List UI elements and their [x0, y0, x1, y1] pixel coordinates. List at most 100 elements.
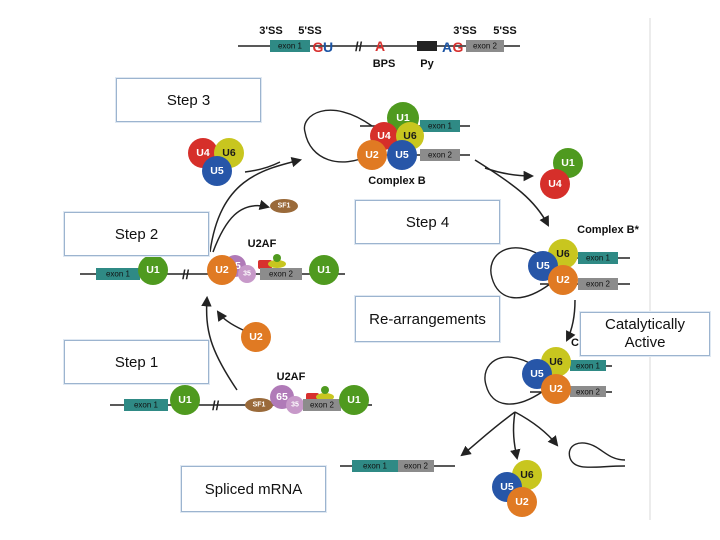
- u2af35-mid: [238, 265, 256, 283]
- arrow-u1-u4-release: [484, 167, 535, 182]
- svg-text:U5: U5: [536, 260, 550, 272]
- complex-b-star: exon 1 exon 2 U6 U5 U2 Complex B*: [490, 224, 640, 299]
- svg-text:U5: U5: [530, 368, 544, 380]
- header-gu-u: U: [323, 39, 333, 55]
- svg-text:U4: U4: [548, 178, 562, 190]
- header-5ss-right: 5'SS: [493, 25, 516, 37]
- header-py-box: [417, 41, 437, 51]
- svg-text:U2: U2: [556, 274, 570, 286]
- svg-text:U5: U5: [210, 165, 224, 177]
- svg-text:U5: U5: [500, 481, 514, 493]
- svg-text:U2: U2: [249, 331, 263, 343]
- lariat-intron: [568, 442, 626, 468]
- header-ag-g: G: [453, 39, 464, 55]
- tri-snrnp: U4 U6 U5: [188, 138, 244, 186]
- step1-exon2: exon 2: [310, 401, 335, 410]
- header-a: A: [375, 38, 385, 54]
- svg-text:U1: U1: [561, 157, 575, 169]
- header-3ss-right: 3'SS: [453, 25, 476, 37]
- step1-pre-mrna: exon 1 // SF1 65 35 exon 2 U2AF: [110, 371, 372, 414]
- complex-bstar-title: Complex B*: [577, 224, 639, 236]
- arrow-c-to-lariat: [514, 411, 559, 447]
- arrow-step1-to-step2: [201, 295, 238, 391]
- step1-exon1: exon 1: [134, 401, 159, 410]
- step2-label: Step 2: [64, 212, 209, 256]
- svg-text:U6: U6: [520, 469, 534, 481]
- spliced-mrna-label: Spliced mRNA: [181, 466, 326, 512]
- u2af-mid-title: U2AF: [248, 238, 277, 250]
- step1-u1-left: U1: [170, 385, 200, 415]
- complex-c-title: C: [571, 337, 579, 349]
- svg-text:exon 1: exon 1: [428, 122, 453, 131]
- complex-b: exon 1 exon 2 U1 U4 U6 U2 U5 Complex B: [303, 102, 470, 187]
- header-ag-a: A: [442, 39, 452, 55]
- header-bps: BPS: [373, 58, 396, 70]
- u2af35-bottom-label: 35: [291, 402, 299, 409]
- svg-text:exon 2: exon 2: [404, 462, 429, 471]
- svg-text:U4: U4: [377, 130, 391, 142]
- step1-u1-right: U1: [339, 385, 369, 415]
- catalytically-active-label: Catalytically Active: [580, 312, 710, 356]
- svg-text:U2: U2: [365, 149, 379, 161]
- header-break: //: [355, 39, 363, 54]
- rearrangements-label: Re-arrangements: [355, 296, 500, 342]
- released-u1-u4: U1 U4: [540, 148, 583, 199]
- sf1-bottom: [245, 398, 273, 412]
- header-exon2-text: exon 2: [473, 42, 498, 51]
- arrow-u2-join: [216, 310, 244, 331]
- header-5ss-left: 5'SS: [298, 25, 321, 37]
- complex-c: exon 1 exon 2 U6 U5 U2 C: [484, 337, 612, 405]
- u2af35-mid-label: 35: [243, 271, 251, 278]
- svg-text:U2: U2: [549, 383, 563, 395]
- spliced-mrna-product: exon 1 exon 2: [340, 460, 455, 472]
- svg-text:U4: U4: [196, 147, 210, 159]
- u2af-bottom-title: U2AF: [277, 371, 306, 383]
- header-exon2-box: [466, 40, 504, 52]
- header-py: Py: [420, 58, 434, 70]
- step2-u1-right: U1: [309, 255, 339, 285]
- arrow-sf1-release: [212, 199, 271, 253]
- arrow-complexb-to-bstar: [474, 159, 549, 227]
- svg-text:U5: U5: [395, 149, 409, 161]
- svg-text:SF1: SF1: [278, 203, 291, 210]
- sf1-bottom-label: SF1: [253, 402, 266, 409]
- released-u5-u6-u2: U6 U5 U2: [492, 460, 542, 517]
- u2af35-bottom: [286, 396, 304, 414]
- svg-text:exon 2: exon 2: [428, 151, 453, 160]
- sf1-released: SF1: [270, 199, 298, 213]
- arrow-c-to-snrnps: [510, 411, 521, 461]
- svg-text:exon 1: exon 1: [586, 254, 611, 263]
- svg-text:exon 2: exon 2: [586, 280, 611, 289]
- header-3ss-left: 3'SS: [259, 25, 282, 37]
- arrow-bstar-to-c: [566, 299, 576, 342]
- complex-b-title: Complex B: [368, 175, 426, 187]
- svg-text:exon 1: exon 1: [363, 462, 388, 471]
- svg-text:U1: U1: [396, 112, 410, 124]
- svg-text:U6: U6: [222, 147, 236, 159]
- svg-text://: //: [182, 267, 190, 282]
- svg-text:U1: U1: [146, 264, 160, 276]
- svg-text:exon 1: exon 1: [576, 362, 601, 371]
- svg-text:U2: U2: [215, 264, 229, 276]
- header-exon1-box: [270, 40, 310, 52]
- step2-u2: U2: [207, 255, 237, 285]
- svg-text:U1: U1: [347, 394, 361, 406]
- header-exon1-text: exon 1: [278, 42, 303, 51]
- step2-exon1: exon 1: [106, 270, 131, 279]
- step4-label: Step 4: [355, 200, 500, 244]
- step2-exon2: exon 2: [269, 270, 294, 279]
- u2af65-bottom-label: 65: [276, 391, 288, 403]
- pre-mrna-header: exon 1 G U A A G exon 2 // 3'SS 5'SS BPS…: [238, 25, 520, 70]
- header-gu-g: G: [313, 39, 324, 55]
- svg-text:U6: U6: [549, 356, 563, 368]
- svg-text:U1: U1: [178, 394, 192, 406]
- svg-text:exon 2: exon 2: [576, 388, 601, 397]
- svg-text:U1: U1: [317, 264, 331, 276]
- svg-text:U6: U6: [556, 248, 570, 260]
- free-u2: U2: [241, 322, 271, 352]
- step1-label: Step 1: [64, 340, 209, 384]
- step3-label: Step 3: [116, 78, 261, 122]
- svg-text://: //: [212, 398, 220, 413]
